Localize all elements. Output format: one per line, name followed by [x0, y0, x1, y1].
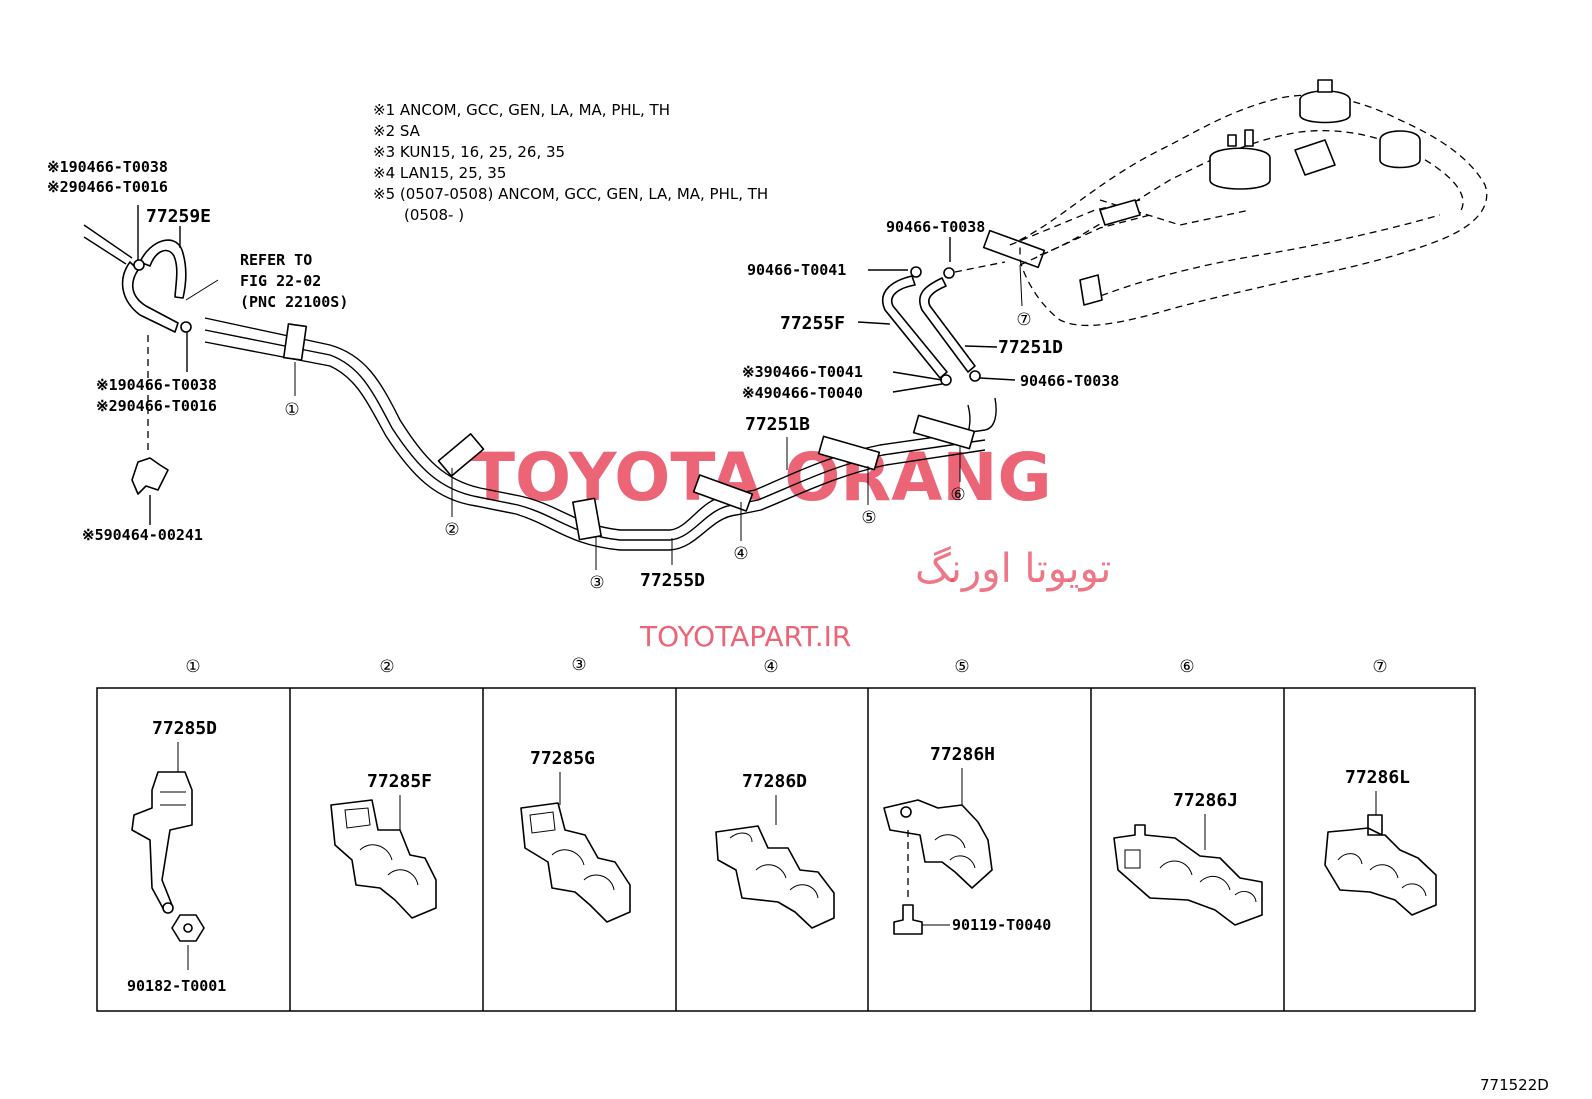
panel-number-1: ① [185, 657, 200, 677]
refer-to-note: REFER TO FIG 22-02 (PNC 22100S) [240, 251, 348, 311]
filler-cap-icon [1299, 90, 1351, 124]
panel-part-label: 77286J [1173, 790, 1238, 811]
callout-label: ※390466-T0041 [742, 363, 863, 381]
main-fuel-line [204, 317, 997, 551]
watermark-persian: تویوتا اورنگ [915, 546, 1111, 592]
rear-hose-assembly [857, 229, 1046, 393]
panel-part-label: 77285G [530, 748, 595, 769]
note-5: ※5 (0507-0508) ANCOM, GCC, GEN, LA, MA, … [373, 185, 768, 203]
callout-label: 90466-T0038 [886, 218, 985, 236]
panel-part-label: 77285F [367, 771, 432, 792]
clamp-tag-5 [817, 435, 881, 471]
callout-label: ※490466-T0040 [742, 384, 863, 402]
panel-part-label: 77285D [152, 718, 217, 739]
clamp-77286j [1113, 824, 1263, 926]
panel-part-label: 77286L [1345, 767, 1410, 788]
clamp-77285g [520, 802, 631, 923]
line-clamp-tags [282, 323, 976, 541]
clamp-tag-6 [912, 414, 976, 450]
callout-label: ※190466-T0038 [96, 376, 217, 394]
callout-label: ※290466-T0016 [96, 397, 217, 415]
note-6: (0508- ) [404, 206, 464, 224]
clamp-number-7: ⑦ [1016, 310, 1031, 330]
panel-extra-label: 90119-T0040 [952, 916, 1051, 934]
callout-label: 77255F [780, 313, 845, 334]
callout-label: 90466-T0041 [747, 261, 846, 279]
callout-label: ※190466-T0038 [47, 158, 168, 176]
clamp-detail-table: ① ② ③ ④ ⑤ ⑥ ⑦ 77285D 90182-T0001 77285F … [96, 655, 1476, 1012]
callout-label: 77251D [998, 337, 1063, 358]
clamp-tag-2 [437, 433, 485, 477]
note-4: ※4 LAN15, 25, 35 [373, 164, 506, 182]
note-2: ※2 SA [373, 122, 421, 140]
callout-label: ※290466-T0016 [47, 178, 168, 196]
clip-bracket-icon [131, 457, 169, 495]
clamp-number-2: ② [444, 520, 459, 540]
refer-line-2: FIG 22-02 [240, 272, 321, 290]
clip-icon [969, 370, 981, 382]
note-1: ※1 ANCOM, GCC, GEN, LA, MA, PHL, TH [373, 101, 670, 119]
clamp-77286h [883, 799, 993, 889]
panel-part-label: 77286H [930, 744, 995, 765]
note-3: ※3 KUN15, 16, 25, 26, 35 [373, 143, 565, 161]
panel-extra-label: 90182-T0001 [127, 977, 226, 995]
clip-icon [910, 266, 922, 278]
clamp-number-6: ⑥ [950, 485, 965, 505]
clamp-77286l [1324, 827, 1437, 916]
clip-icon [180, 321, 192, 333]
callout-label: 77251B [745, 414, 810, 435]
clamp-number-5: ⑤ [861, 508, 876, 528]
leader-lines [294, 264, 1023, 570]
clamp-tag-1 [282, 323, 308, 361]
panel-number-2: ② [379, 657, 394, 677]
fuel-pump-icon [1209, 147, 1271, 190]
callout-labels: ※190466-T0038 ※290466-T0016 77259E ※1904… [47, 158, 1119, 591]
watermark-url: TOYOTAPART.IR [639, 620, 851, 653]
panel-part-label: 77286D [742, 771, 807, 792]
panel-number-6: ⑥ [1179, 657, 1194, 677]
clamp-tag-4 [692, 474, 754, 512]
watermark-brand: TOYOTA ORANG [470, 439, 1052, 516]
clamp-tag-3 [572, 497, 602, 541]
applicability-notes: ※1 ANCOM, GCC, GEN, LA, MA, PHL, TH ※2 S… [373, 101, 768, 224]
clamp-number-1: ① [284, 400, 299, 420]
panel-number-3: ③ [571, 655, 586, 675]
callout-label: ※590464-00241 [82, 526, 203, 544]
callout-label: 77259E [146, 206, 211, 227]
table-frame [96, 687, 1476, 1012]
panel-number-7: ⑦ [1372, 657, 1387, 677]
clip-icon [940, 374, 952, 386]
fuel-tank [1009, 79, 1488, 327]
clamp-tag-7 [982, 229, 1046, 269]
clip-icon [943, 267, 955, 279]
callout-label: 77255D [640, 570, 705, 591]
clamp-number-4: ④ [733, 544, 748, 564]
refer-line-1: REFER TO [240, 251, 312, 269]
bolt-icon [893, 904, 923, 935]
left-hose-assembly [83, 205, 219, 525]
figure-id: 771522D [1480, 1076, 1549, 1094]
clamp-number-3: ③ [589, 573, 604, 593]
clamp-77286d [715, 825, 835, 929]
panel-number-4: ④ [763, 657, 778, 677]
callout-label: 90466-T0038 [1020, 372, 1119, 390]
clamp-number-markers: ① ② ③ ④ ⑤ ⑥ ⑦ [284, 310, 1031, 593]
clamp-77285f [330, 799, 437, 919]
clip-icon [133, 259, 145, 271]
refer-line-3: (PNC 22100S) [240, 293, 348, 311]
bracket-77285d [131, 771, 193, 913]
panel-number-5: ⑤ [954, 657, 969, 677]
